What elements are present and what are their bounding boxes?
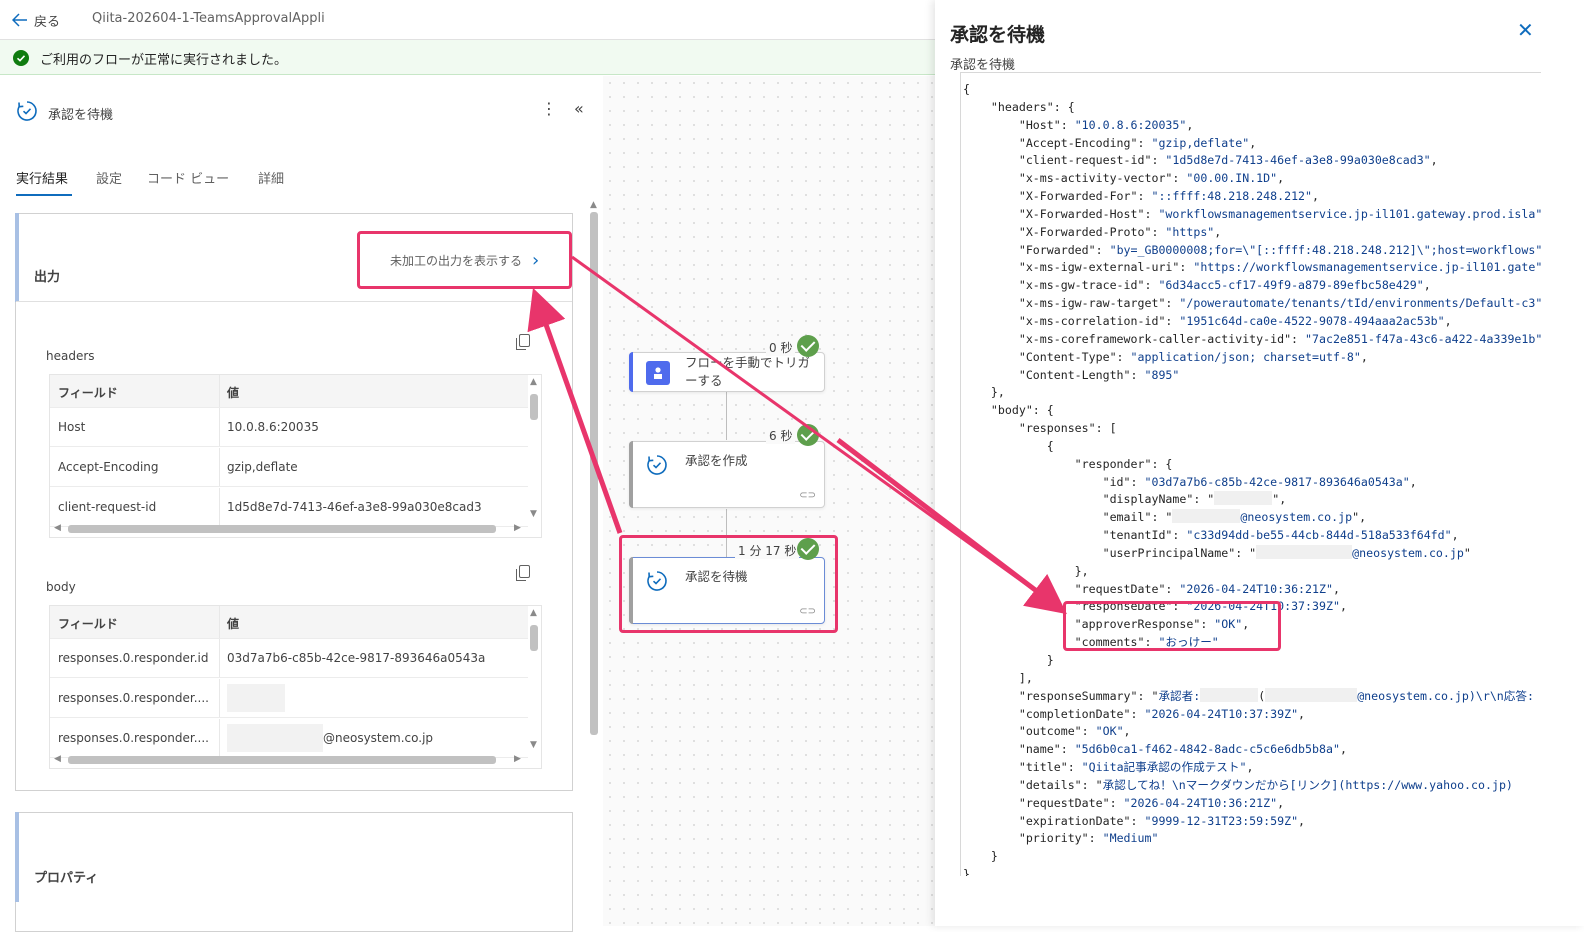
card-accent <box>15 213 19 302</box>
tab-details[interactable]: 詳細 <box>258 172 285 187</box>
headers-table: フィールド 値 Host 10.0.8.6:20035 Accept-Encod… <box>49 374 542 538</box>
table-horizontal-scrollbar[interactable]: ◀ ▶ <box>54 523 521 533</box>
back-arrow-icon <box>12 13 27 27</box>
close-icon[interactable]: ✕ <box>1517 18 1534 42</box>
value-cell: @neosystem.co.jp <box>227 724 433 752</box>
field-cell: responses.0.responder.... <box>58 691 209 705</box>
properties-card: プロパティ <box>15 812 573 932</box>
success-check-icon <box>13 50 29 66</box>
highlight-box-approver-response <box>1063 601 1281 651</box>
node-accent <box>629 352 633 392</box>
field-cell: responses.0.responder.id <box>58 651 209 665</box>
raw-output-label: 未加工の出力を表示する <box>390 254 523 268</box>
card-accent <box>15 812 19 902</box>
value-cell: 03d7a7b6-c85b-42ce-9817-893646a0543a <box>227 651 486 665</box>
field-cell: responses.0.responder.... <box>58 731 209 745</box>
flow-node-create-approval[interactable]: 承認を作成 ⊂⊃ <box>629 441 825 508</box>
active-tab-indicator <box>16 194 72 196</box>
back-button[interactable]: 戻る <box>12 8 60 32</box>
json-code: { "headers": { "Host": "10.0.8.6:20035",… <box>963 82 1541 876</box>
link-icon: ⊂⊃ <box>799 490 816 501</box>
duration-label: 6 秒 <box>766 427 796 444</box>
email-domain: @neosystem.co.jp <box>323 731 434 745</box>
link-icon: ⊂⊃ <box>799 606 816 617</box>
banner-message: ご利用のフローが正常に実行されました。 <box>40 53 288 68</box>
column-header-value: 値 <box>227 617 240 631</box>
value-cell: 10.0.8.6:20035 <box>227 420 319 434</box>
properties-title: プロパティ <box>34 871 99 886</box>
manual-trigger-icon <box>646 361 670 385</box>
body-label: body <box>46 580 76 594</box>
table-vertical-scrollbar[interactable]: ▲ ▼ <box>530 608 538 750</box>
redacted-value <box>227 724 323 752</box>
connector <box>726 392 727 440</box>
output-title: 出力 <box>34 270 61 285</box>
show-raw-output-link[interactable]: 未加工の出力を表示する › <box>390 250 539 271</box>
flow-name: Qiita-202604-1-TeamsApprovalAppli <box>92 11 325 26</box>
table-row: Host 10.0.8.6:20035 <box>50 408 528 447</box>
tab-settings[interactable]: 設定 <box>96 172 123 187</box>
output-card: 出力 未加工の出力を表示する › headers フィールド 値 Host 10… <box>15 213 573 791</box>
chevron-right-icon: › <box>532 250 540 271</box>
table-row: responses.0.responder.id 03d7a7b6-c85b-4… <box>50 639 528 678</box>
table-header-row: フィールド 値 <box>50 606 528 639</box>
copy-icon[interactable] <box>516 565 530 581</box>
flow-node-trigger[interactable]: フローを手動でトリガーする <box>629 352 825 392</box>
highlight-box-raw-output <box>357 231 572 289</box>
highlight-box-wait-node <box>619 535 838 633</box>
body-table: フィールド 値 responses.0.responder.id 03d7a7b… <box>49 605 542 769</box>
flow-canvas[interactable]: フローを手動でトリガーする 0 秒 承認を作成 ⊂⊃ 6 秒 承認を待機 ⊂⊃ … <box>603 76 935 926</box>
approval-icon <box>647 455 667 475</box>
table-header-row: フィールド 値 <box>50 375 528 408</box>
column-header-field: フィールド <box>58 386 118 400</box>
value-cell <box>227 684 285 712</box>
duration-label: 0 秒 <box>766 339 796 356</box>
approval-wait-icon <box>17 101 37 121</box>
panel-scrollbar[interactable]: ▲ <box>590 200 598 915</box>
success-check-icon <box>797 424 819 446</box>
node-accent <box>629 441 633 508</box>
success-check-icon <box>797 335 819 357</box>
success-banner: ご利用のフローが正常に実行されました。 <box>0 40 940 75</box>
action-details-panel: 承認を待機 ⋮ « 実行結果 設定 コード ビュー 詳細 出力 未加工の出力を表… <box>0 76 603 932</box>
field-cell: Accept-Encoding <box>58 460 159 474</box>
table-row: responses.0.responder.... @neosystem.co.… <box>50 719 528 758</box>
node-label: フローを手動でトリガーする <box>685 355 811 388</box>
field-cell: Host <box>58 420 86 434</box>
table-row: Accept-Encoding gzip,deflate <box>50 448 528 487</box>
raw-output-panel: 承認を待機 ✕ 承認を待機 { "headers": { "Host": "10… <box>935 0 1584 926</box>
more-options-icon[interactable]: ⋮ <box>541 99 557 118</box>
table-horizontal-scrollbar[interactable]: ◀ ▶ <box>54 754 521 764</box>
headers-label: headers <box>46 349 95 363</box>
panel-subtitle: 承認を待機 <box>950 58 1016 73</box>
table-vertical-scrollbar[interactable]: ▲ ▼ <box>530 377 538 519</box>
value-cell: gzip,deflate <box>227 460 298 474</box>
divider <box>16 301 572 302</box>
redacted-value <box>227 684 285 712</box>
tab-run-result[interactable]: 実行結果 <box>16 172 69 187</box>
node-label: 承認を作成 <box>685 453 748 468</box>
back-label: 戻る <box>34 14 61 30</box>
copy-icon[interactable] <box>516 334 530 350</box>
collapse-panel-icon[interactable]: « <box>574 99 584 118</box>
panel-title: 承認を待機 <box>48 108 114 123</box>
field-cell: client-request-id <box>58 500 157 514</box>
column-header-field: フィールド <box>58 617 118 631</box>
table-row: client-request-id 1d5d8e7d-7413-46ef-a3e… <box>50 488 528 527</box>
column-header-value: 値 <box>227 386 240 400</box>
value-cell: 1d5d8e7d-7413-46ef-a3e8-99a030e8cad3 <box>227 500 482 514</box>
panel-title: 承認を待機 <box>950 24 1046 46</box>
table-row: responses.0.responder.... <box>50 679 528 718</box>
tab-code-view[interactable]: コード ビュー <box>147 172 230 187</box>
json-viewer[interactable]: { "headers": { "Host": "10.0.8.6:20035",… <box>960 72 1541 876</box>
